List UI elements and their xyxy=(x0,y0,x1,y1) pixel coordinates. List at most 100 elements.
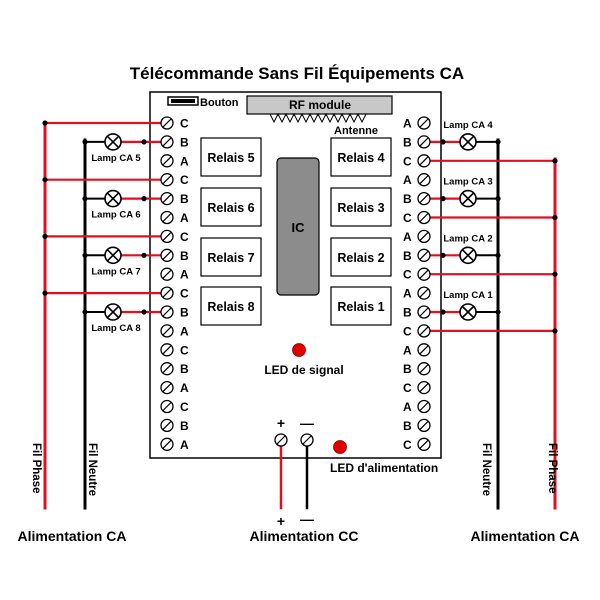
screw-slot xyxy=(162,420,172,430)
relay-label: Relais 1 xyxy=(337,300,384,314)
wire-junction xyxy=(82,309,88,315)
screw-slot xyxy=(419,364,429,374)
terminal-label-left: B xyxy=(180,362,189,376)
terminal-label-left: C xyxy=(180,287,189,301)
button-label: Bouton xyxy=(200,97,239,109)
screw-slot xyxy=(162,326,172,336)
lamp-cross xyxy=(106,305,120,319)
terminal-label-right: C xyxy=(403,268,412,282)
lamp-label-left: Lamp CA 8 xyxy=(91,323,140,334)
terminal-label-right: B xyxy=(403,306,412,320)
screw-slot xyxy=(162,383,172,393)
screw-slot xyxy=(162,288,172,298)
screw-slot xyxy=(276,435,286,445)
screw-slot xyxy=(162,402,172,411)
rf-module xyxy=(246,95,393,115)
lamp-label-left: Lamp CA 7 xyxy=(91,266,140,277)
lamp-cross xyxy=(461,305,475,319)
wire-junction xyxy=(552,158,558,164)
dc-supply-label: Alimentation CC xyxy=(250,528,359,544)
terminal-label-right: A xyxy=(403,230,412,244)
relay-label: Relais 8 xyxy=(207,300,254,314)
terminal-label-left: A xyxy=(180,211,189,225)
screw-slot xyxy=(162,137,172,147)
labels: Fil Phase Fil Neutre Fil Neutre Fil Phase + —… xyxy=(18,443,580,544)
wire-junction xyxy=(552,271,558,277)
relay-label: Relais 3 xyxy=(337,201,384,215)
left-neutral-label: Fil Neutre xyxy=(86,443,98,496)
screw-slot xyxy=(419,156,429,166)
wire-junction xyxy=(440,309,446,315)
screw-slot xyxy=(419,137,429,147)
ac-supply-right-label: Alimentation CA xyxy=(471,528,580,544)
relay-label: Relais 6 xyxy=(207,201,254,215)
lamp-cross xyxy=(106,249,120,262)
lamp-cross xyxy=(106,135,120,148)
terminal-label-left: A xyxy=(180,381,189,395)
screw-slot xyxy=(162,231,172,241)
dc-plus-label: + xyxy=(277,513,285,529)
relay-box xyxy=(200,237,262,277)
terminal-label-right: A xyxy=(403,343,412,357)
relay-label: Relais 7 xyxy=(207,251,254,265)
lamp-label-right: Lamp CA 1 xyxy=(443,290,493,301)
lamp-label-right: Lamp CA 2 xyxy=(443,233,492,244)
terminal-label-right: A xyxy=(403,173,412,187)
terminal-label-left: C xyxy=(180,400,189,414)
wire-junction xyxy=(495,252,501,258)
relay-label: Relais 4 xyxy=(337,151,384,165)
wires xyxy=(42,120,558,510)
ic-chip xyxy=(276,157,320,296)
lamp-cross xyxy=(461,192,475,205)
screw-slot xyxy=(419,288,429,298)
terminal-label-left: C xyxy=(180,173,189,187)
terminal-label-right: B xyxy=(403,419,412,433)
screw-slot xyxy=(162,345,172,355)
wire-junction xyxy=(440,252,446,258)
screw-slot xyxy=(419,326,429,336)
lamp-label-right: Lamp CA 4 xyxy=(443,120,493,131)
screw-slot xyxy=(419,118,429,128)
screw-slot xyxy=(162,213,172,222)
relay-box xyxy=(330,286,392,326)
relay-box xyxy=(330,237,392,277)
screw-slot xyxy=(419,420,429,430)
right-phase-label: Fil Phase xyxy=(546,443,558,494)
wire-junction xyxy=(42,120,48,126)
lamp-cross xyxy=(106,192,120,205)
relay-box xyxy=(330,187,392,227)
screw-slot xyxy=(419,250,429,260)
terminal-label-right: C xyxy=(403,324,412,338)
terminal-label-left: A xyxy=(180,324,189,338)
wire-junction xyxy=(82,196,88,202)
dc-polarity-label: + xyxy=(277,415,285,431)
terminal-label-left: B xyxy=(180,419,189,433)
wire-junction xyxy=(440,139,446,145)
wire-junction xyxy=(42,290,48,296)
lamp-label-right: Lamp CA 3 xyxy=(443,177,492,188)
right-neutral-label: Fil Neutre xyxy=(480,443,492,496)
screw-slot xyxy=(419,402,429,411)
left-phase-label: Fil Phase xyxy=(30,443,42,494)
screw-slot xyxy=(162,269,172,279)
terminal-label-right: B xyxy=(403,135,412,149)
antenna-label: Antenne xyxy=(334,125,378,137)
wire-junction xyxy=(141,139,147,145)
wire-junction xyxy=(552,328,558,334)
screw-slot xyxy=(419,439,429,449)
terminal-label-right: C xyxy=(403,438,412,452)
screw-slot xyxy=(419,269,429,279)
dc-minus-label: — xyxy=(300,511,314,527)
screw-slot xyxy=(419,194,429,204)
wire-junction xyxy=(141,309,147,315)
screw-slot xyxy=(419,307,429,317)
lamp-label-left: Lamp CA 5 xyxy=(91,153,141,164)
wire-junction xyxy=(141,252,147,258)
wire-junction xyxy=(42,177,48,183)
screw-slot xyxy=(302,435,312,445)
power-led-label: LED d'alimentation xyxy=(330,461,438,475)
terminal-label-right: B xyxy=(403,362,412,376)
